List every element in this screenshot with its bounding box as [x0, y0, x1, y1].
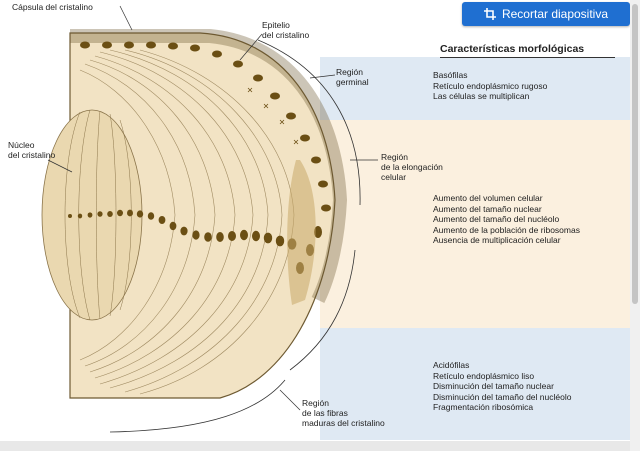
germinal-band [320, 57, 630, 120]
table-heading: Características morfológicas [440, 43, 585, 55]
property-item: Aumento de la población de ribosomas [433, 224, 580, 235]
bottom-edge [0, 441, 630, 451]
crop-slide-button[interactable]: Recortar diapositiva [462, 2, 630, 26]
label-nucleo: Núcleo del cristalino [8, 140, 56, 160]
elongation-properties: Aumento del volumen celular Aumento del … [433, 193, 580, 246]
property-item: Disminución del tamaño del nucléolo [433, 391, 572, 402]
property-item: Disminución del tamaño nuclear [433, 381, 554, 391]
crop-slide-label: Recortar diapositiva [501, 7, 609, 21]
property-item: Acidófilas [433, 360, 470, 370]
property-item: Retículo endoplásmico rugoso [433, 80, 548, 91]
property-item: Aumento del tamaño nuclear [433, 203, 542, 214]
label-region-germinal: Región germinal [336, 67, 369, 87]
crop-icon [483, 8, 496, 20]
property-item: Ausencia de multiplicación celular [433, 235, 561, 245]
label-region-fibras: Región de las fibras maduras del cristal… [302, 398, 385, 428]
property-item: Fragmentación ribosómica [433, 402, 534, 412]
property-item: Aumento del volumen celular [433, 193, 543, 203]
property-item: Aumento del tamaño del nucléolo [433, 214, 560, 224]
label-region-elongacion: Región de la elongación celular [381, 152, 443, 182]
property-item: Retículo endoplásmico liso [433, 370, 535, 381]
mature-fibers-properties: Acidófilas Retículo endoplásmico liso Di… [433, 360, 571, 413]
elongation-band [320, 120, 630, 328]
mature-fibers-band [320, 328, 630, 440]
vertical-scrollbar[interactable] [630, 0, 640, 451]
label-epitelio: Epitelio del cristalino [262, 20, 310, 40]
heading-divider [440, 57, 615, 58]
germinal-properties: Basófilas Retículo endoplásmico rugoso L… [433, 70, 547, 102]
label-capsula: Cápsula del cristalino [12, 2, 93, 12]
property-item: Las células se multiplican [433, 91, 530, 101]
scrollbar-thumb[interactable] [632, 4, 638, 304]
property-item: Basófilas [433, 70, 468, 80]
